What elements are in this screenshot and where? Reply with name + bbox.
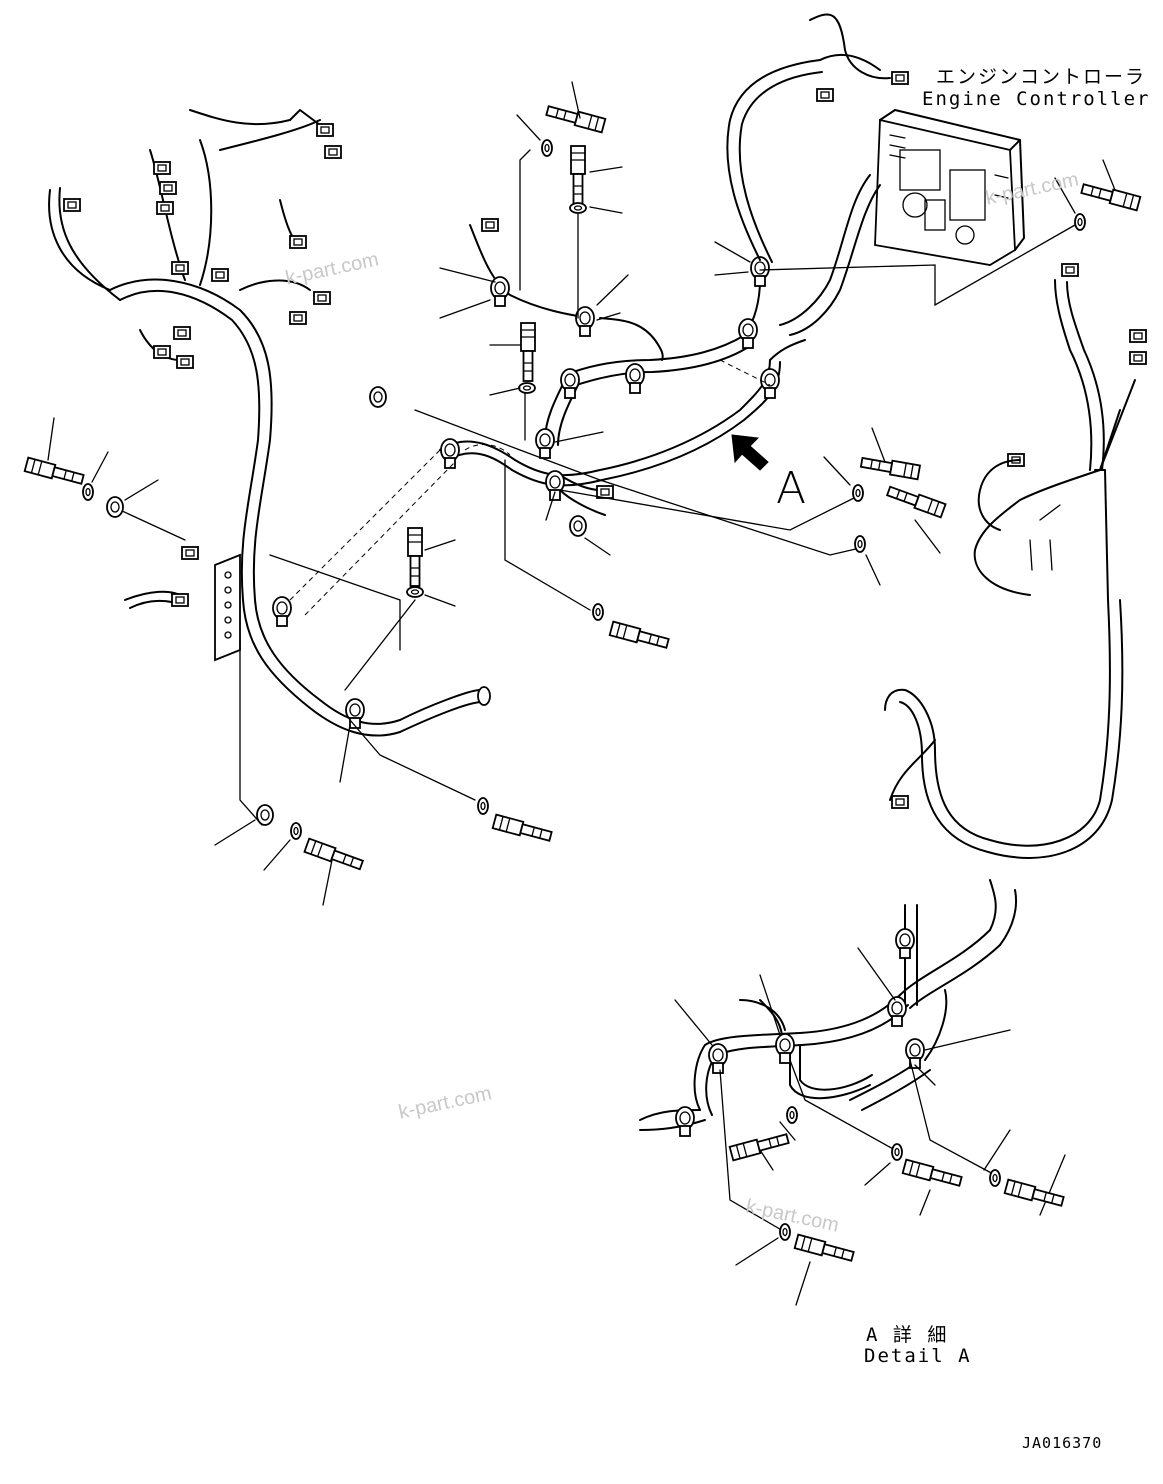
detail-title-jp: A 詳 細 — [866, 1324, 949, 1346]
leader-lines — [119, 149, 1076, 826]
connector-icon — [63, 123, 342, 607]
phantom-lines — [289, 359, 771, 616]
reference-leaders — [47, 81, 1116, 906]
arrow-up-left-icon — [731, 434, 769, 471]
engine-controller-label-en: Engine Controller — [922, 88, 1151, 110]
detail-a-harness — [639, 879, 1018, 1131]
main-harness — [48, 109, 491, 737]
drawing-number: JA016370 — [1022, 1434, 1103, 1452]
view-marker-label: A — [776, 463, 807, 514]
engine-controller-unit — [874, 109, 1025, 266]
detail-a-leaders — [674, 947, 1066, 1306]
detail-title-en: Detail A — [864, 1345, 972, 1367]
harness-bracket — [214, 553, 241, 662]
engine-controller-label-jp: エンジンコントローラ — [936, 66, 1147, 88]
right-harness — [726, 13, 1136, 859]
